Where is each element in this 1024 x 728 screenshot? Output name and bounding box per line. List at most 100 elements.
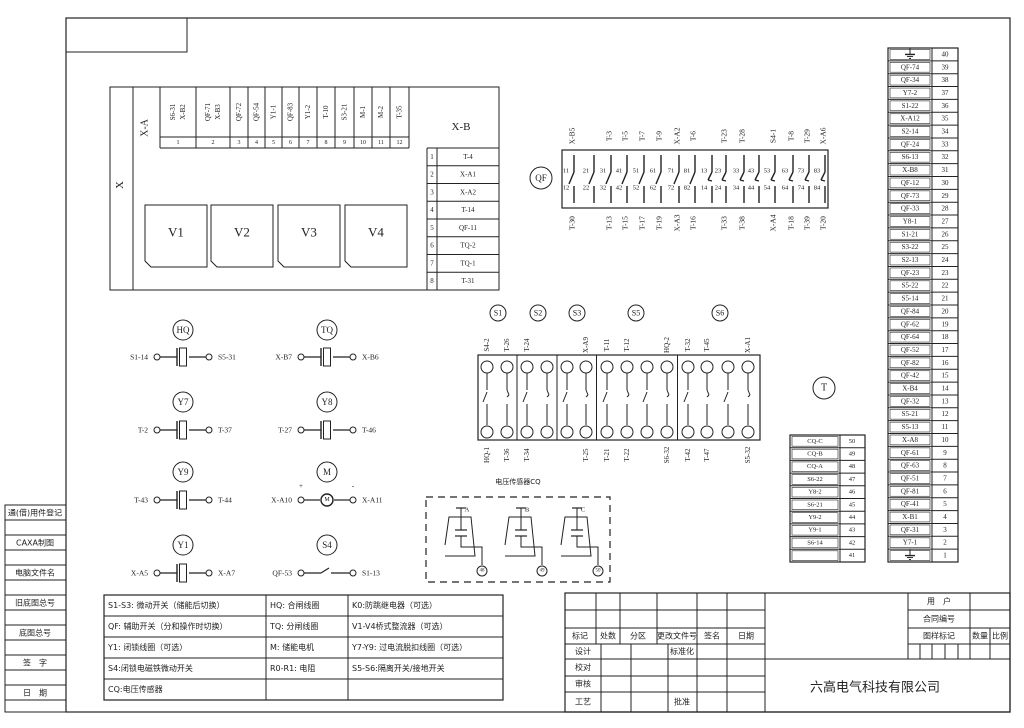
xa-terminal-label: S3-21	[341, 103, 349, 120]
xb-terminal-number: 2	[430, 171, 434, 179]
switch-symbol-circle	[529, 304, 547, 322]
left-terminal-label: T-2	[138, 426, 148, 435]
cq-label: Y9-2	[808, 514, 821, 521]
terminal-number: 33	[942, 140, 950, 148]
switch-symbol-circle	[711, 304, 729, 322]
qf-bottom-wire-label: T-38	[738, 216, 747, 230]
terminal-label: QF-31	[901, 526, 920, 534]
terminal-number: 39	[942, 63, 950, 71]
terminal-number: 21	[942, 295, 950, 303]
strip-label: 通(借)用件登记	[8, 508, 62, 518]
terminal-label: S5-13	[902, 423, 919, 431]
switch-terminal	[741, 425, 755, 439]
sensor-body	[560, 516, 592, 557]
xa-terminal-number: 4	[255, 140, 258, 146]
cq-number: 47	[849, 476, 856, 483]
sensor-dashed-box	[425, 496, 611, 583]
switch-blade	[522, 391, 528, 403]
cq-label-cell	[791, 512, 839, 523]
terminal-label-cell	[889, 396, 931, 407]
board-xa-label: X-A	[140, 118, 151, 137]
cq-label: S6-21	[807, 501, 823, 508]
qf-contact-number: 22	[583, 185, 590, 192]
switch-top-wire-label: X-A1	[744, 337, 752, 353]
terminal-label-cell	[889, 139, 931, 150]
switch-group-label: S2	[534, 309, 542, 318]
qf-contact-blade	[605, 171, 612, 185]
component-symbol-circle	[316, 391, 338, 413]
terminal-label: Y7-2	[903, 89, 918, 97]
sensor-terminal	[536, 565, 548, 577]
terminal-circle	[205, 569, 213, 577]
switch-terminal	[681, 425, 695, 439]
qf-contact-number: 51	[633, 168, 640, 175]
xb-terminal-number: 8	[430, 277, 434, 285]
qf-contact-blade	[689, 171, 696, 185]
legend-entry: S4:闭锁电磁铁微动开关	[108, 663, 193, 673]
terminal-number: 26	[942, 230, 950, 238]
qf-contact-blade	[673, 171, 680, 185]
qf-top-wire-label: T-5	[621, 131, 630, 141]
switch-terminal	[721, 360, 735, 374]
switch-terminal	[520, 425, 534, 439]
standardization-label: 标准化	[670, 646, 694, 656]
rectifier-label: V1	[168, 225, 184, 240]
terminal-label-cell	[889, 216, 931, 227]
switch-bottom-wire-label: T-36	[503, 448, 511, 461]
xb-terminal-label: QF-11	[459, 224, 478, 232]
qf-contact-number: 24	[715, 185, 722, 192]
switch-terminal	[620, 360, 634, 374]
strip-label: 旧底图总号	[15, 598, 55, 608]
qf-contact-blade	[820, 171, 826, 181]
legend-entry: QF: 辅助开关（分和操作时切换）	[108, 621, 228, 631]
switch-terminal	[600, 425, 614, 439]
cq-number: 46	[849, 489, 856, 496]
component-symbol-circle	[316, 461, 338, 483]
terminal-label: QF-24	[901, 140, 920, 148]
terminal-board-x	[109, 86, 500, 291]
cq-label-cell	[791, 461, 839, 472]
cq-label: S6-14	[807, 539, 823, 546]
legend-entry: HQ: 合闸线圈	[270, 600, 320, 610]
qf-contact-blade	[739, 171, 745, 181]
drawing-mark-label: 图样标记	[923, 631, 955, 641]
terminal-label: X-B4	[902, 385, 918, 393]
cq-label: CQ-B	[807, 451, 823, 458]
switch-group-label: S5	[632, 309, 640, 318]
terminal-label-cell	[889, 511, 931, 523]
switch-terminal	[520, 360, 534, 374]
qf-bottom-wire-label: X-A4	[769, 214, 778, 231]
xa-terminal-number: 9	[343, 140, 346, 146]
rectifier-label: V2	[234, 225, 250, 240]
xa-terminal-label: X-B3	[214, 104, 222, 120]
qf-top-wire-label: T-9	[655, 131, 664, 141]
xa-terminal-label: T-35	[396, 105, 404, 118]
terminal-label-cell	[889, 486, 931, 497]
switch-bottom-wire-label: S6-32	[663, 446, 671, 463]
qf-top-wire-label: X-A2	[673, 127, 682, 144]
xb-terminal-number: 1	[430, 153, 434, 161]
terminal-number: 30	[942, 179, 950, 187]
switch-blade	[683, 391, 689, 403]
qf-contact-number: 13	[701, 168, 708, 175]
cq-number: 48	[849, 463, 856, 470]
role-label: 校对	[575, 662, 591, 672]
cq-number: 43	[849, 527, 856, 534]
terminal-label-cell	[889, 473, 931, 484]
contract-no-label: 合同编号	[923, 614, 955, 624]
sensor-title: 电压传感器CQ	[495, 477, 541, 486]
qf-top-wire-label: T-8	[787, 131, 796, 141]
terminal-label: Y8-1	[903, 217, 918, 225]
right-terminal-label: T-46	[362, 426, 376, 435]
switch-bottom-wire-label: T-42	[684, 448, 692, 461]
revision-header: 标记	[572, 631, 588, 641]
switch-top-wire-label: T-11	[603, 338, 611, 351]
qf-contact-number: 52	[633, 185, 640, 192]
xb-terminal-number: 7	[430, 259, 434, 267]
qf-contact-blade	[788, 179, 794, 182]
switch-terminal	[600, 360, 614, 374]
switch-terminal	[579, 360, 593, 374]
cq-label: Y8-2	[808, 489, 821, 496]
terminal-label: X-B8	[902, 166, 918, 174]
